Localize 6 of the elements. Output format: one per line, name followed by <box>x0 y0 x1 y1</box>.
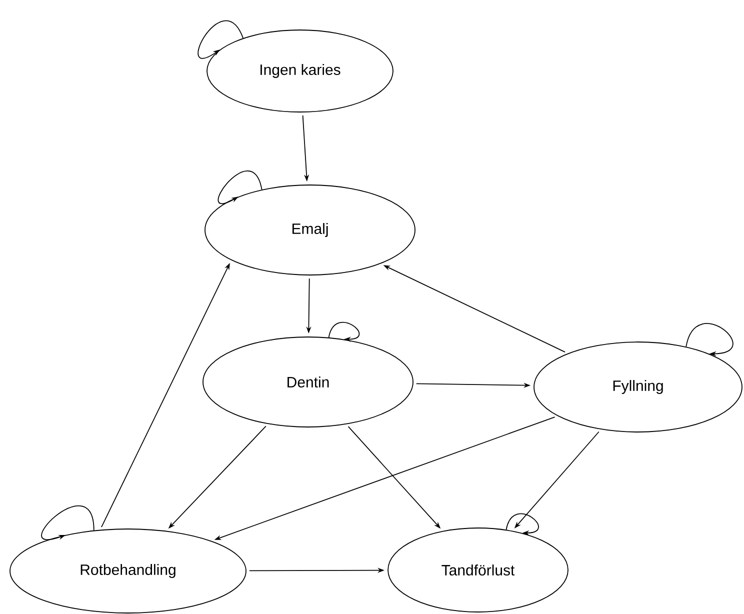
self-loop-arrow <box>198 20 244 59</box>
self-loop-arrow <box>506 513 539 536</box>
self-loop-arrow <box>328 322 360 342</box>
self-loop-arrow <box>41 505 94 540</box>
self-loop-arrow <box>218 170 262 204</box>
self-loop-arrow <box>686 323 734 356</box>
